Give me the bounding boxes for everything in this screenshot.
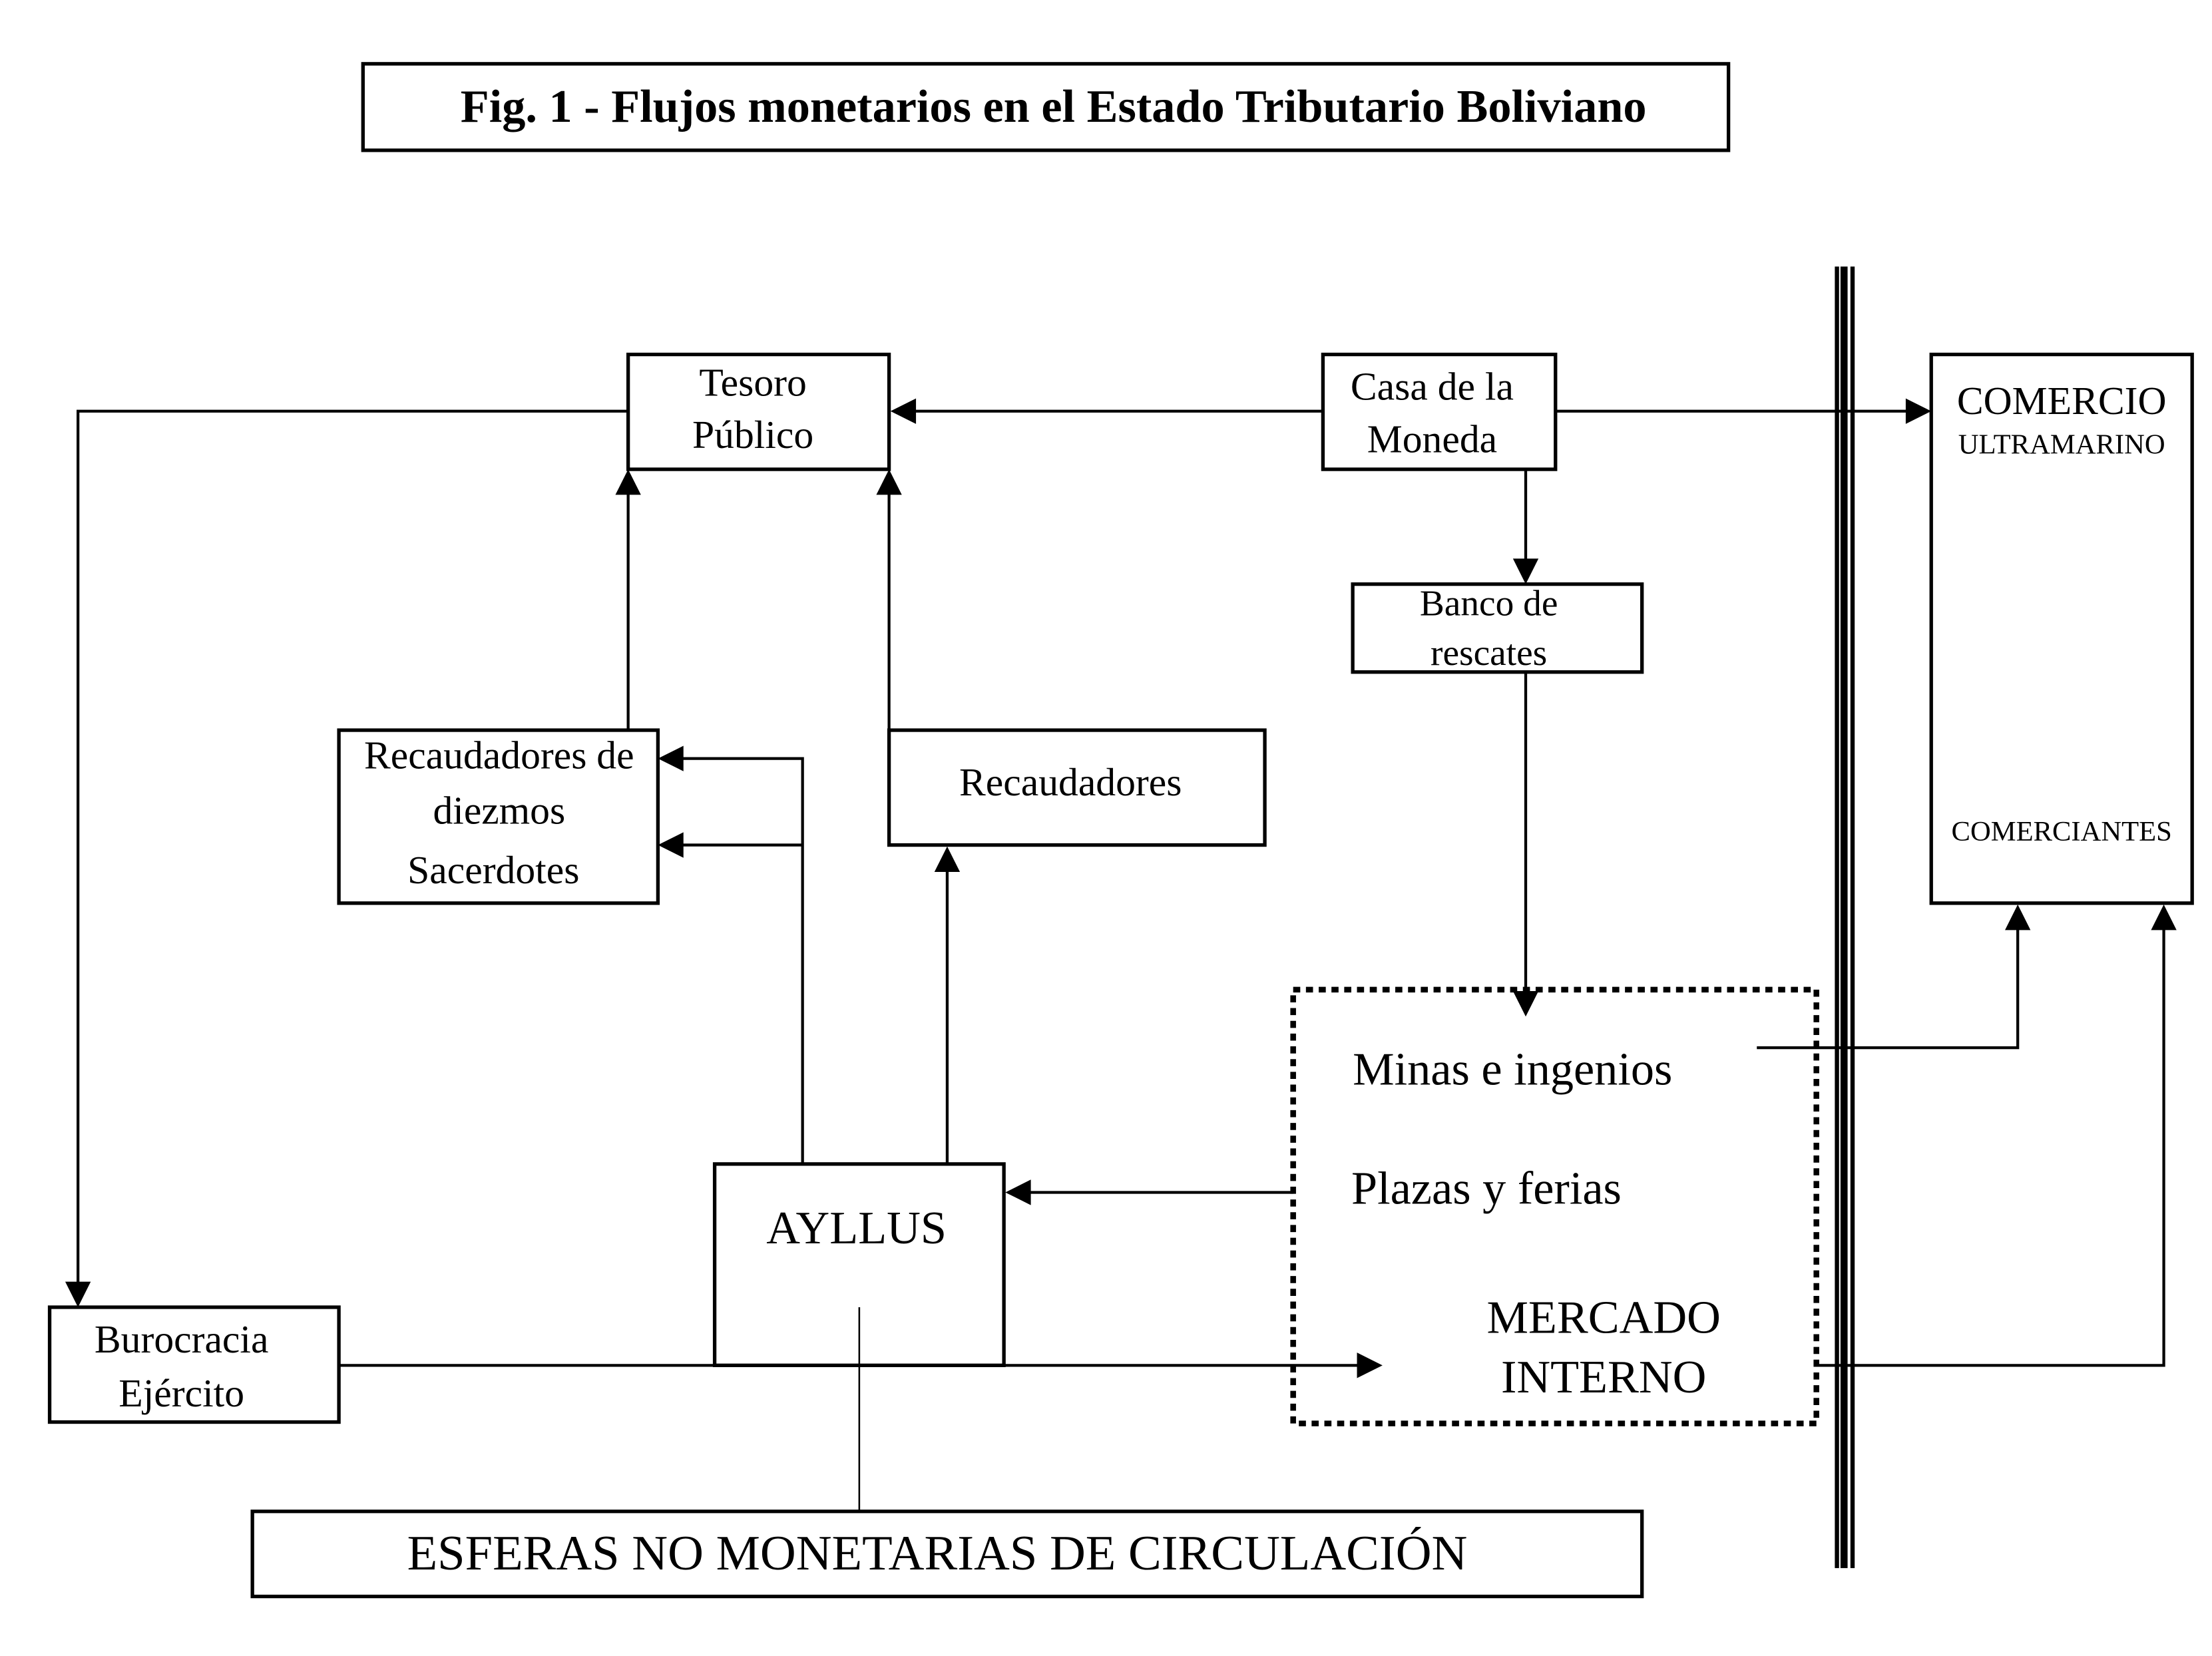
arrowhead-up-icon [934, 846, 961, 873]
arrowhead-up-icon [2005, 905, 2031, 931]
node-label: Moneda [1367, 417, 1497, 461]
node-title: COMERCIO [1957, 379, 2167, 423]
arrowhead-up-icon [876, 469, 902, 495]
node-label: Ejército [118, 1371, 244, 1415]
edge-tesoro-to-burocracia [77, 409, 628, 1283]
node-label: Tesoro [699, 360, 806, 404]
edge-minas-to-comercio [1757, 929, 2020, 1050]
node-label: Público [692, 413, 813, 457]
node-casa-de-la-moneda[interactable]: Casa de la Moneda [1321, 352, 1558, 471]
arrowhead-down-icon [1512, 558, 1539, 584]
node-subtitle: ULTRAMARINO [1958, 429, 2165, 461]
node-burocracia-ejercito[interactable]: Burocracia Ejército [47, 1305, 341, 1424]
node-recaudadores[interactable]: Recaudadores [887, 728, 1267, 847]
arrowhead-down-icon [65, 1281, 91, 1307]
node-label: diezmos [433, 789, 565, 833]
arrowhead-down-icon [1512, 990, 1539, 1017]
figure-title: Fig. 1 - Flujos monetarios en el Estado … [461, 81, 1647, 132]
node-label: INTERNO [1501, 1351, 1706, 1403]
node-label: MERCADO [1486, 1291, 1720, 1343]
node-tesoro-publico[interactable]: Tesoro Público [626, 352, 891, 471]
node-label: Sacerdotes [407, 848, 579, 892]
node-label: Recaudadores [959, 760, 1182, 804]
node-label: AYLLUS [766, 1202, 947, 1254]
node-comercio-ultramarino[interactable]: COMERCIO ULTRAMARINO COMERCIANTES [1929, 352, 2194, 905]
edge-mercado-to-comerciantes [1816, 929, 2165, 1367]
arrowhead-left-icon [890, 398, 917, 424]
node-recaudadores-de-diezmos[interactable]: Recaudadores de diezmos Sacerdotes [337, 728, 660, 905]
mercado-item-plazas: Plazas y ferias [1351, 1162, 1622, 1214]
node-footer: COMERCIANTES [1952, 816, 2172, 847]
arrowhead-up-icon [2151, 905, 2177, 931]
arrowhead-left-icon [658, 745, 684, 771]
node-label: Casa de la [1351, 365, 1514, 409]
mercado-item-minas: Minas e ingenios [1353, 1044, 1672, 1096]
node-esferas-no-monetarias[interactable]: ESFERAS NO MONETARIAS DE CIRCULACIÓN [250, 1510, 1644, 1599]
arrowhead-right-icon [1357, 1352, 1383, 1378]
node-label: Recaudadores de [364, 733, 634, 777]
node-mercado-interno[interactable]: Minas e ingenios Plazas y ferias MERCADO… [1290, 986, 1819, 1426]
node-label: rescates [1431, 632, 1547, 673]
node-label: Banco de [1420, 582, 1558, 623]
figure-title-box: Fig. 1 - Flujos monetarios en el Estado … [361, 62, 1731, 152]
arrowhead-left-icon [1005, 1179, 1031, 1205]
node-banco-de-rescates[interactable]: Banco de rescates [1351, 582, 1644, 674]
border-separator [1835, 266, 1855, 1568]
edge-ayllus-to-diezmos [682, 757, 804, 1164]
node-label: ESFERAS NO MONETARIAS DE CIRCULACIÓN [407, 1526, 1468, 1581]
arrowhead-up-icon [615, 469, 641, 495]
node-label: Burocracia [95, 1317, 269, 1361]
arrowhead-right-icon [1905, 398, 1932, 424]
arrowhead-left-icon [658, 832, 684, 858]
node-ayllus[interactable]: AYLLUS [712, 1162, 1006, 1367]
